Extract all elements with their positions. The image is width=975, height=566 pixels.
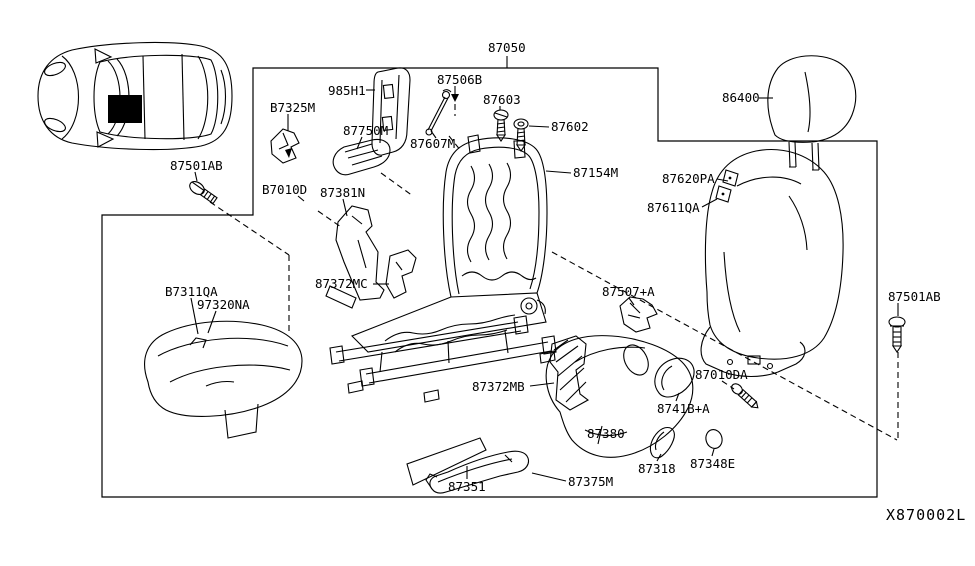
label-87380: 87380	[587, 426, 625, 441]
label-87611qa: 87611QA	[647, 200, 700, 215]
label-87602: 87602	[551, 119, 589, 134]
seat-cushion-drawing	[144, 320, 303, 439]
headrest-holder-drawing	[371, 67, 411, 156]
strip-87351-drawing	[406, 437, 487, 486]
label-87372mb: 87372MB	[472, 379, 525, 394]
trim-87750m-drawing	[332, 138, 414, 197]
label-87154m: 87154M	[573, 165, 618, 180]
bolt-87602-drawing	[513, 118, 529, 152]
front-seat-location-marker	[108, 95, 142, 123]
label-87750m: 87750M	[343, 123, 388, 138]
grommet-87348e-drawing	[705, 429, 723, 449]
label-87351: 87351	[448, 479, 486, 494]
cover-87372mc-drawing	[385, 249, 417, 299]
label-87381n: 87381N	[320, 185, 365, 200]
label-87010da: 87010DA	[695, 367, 748, 382]
label-985h1: 985H1	[328, 83, 366, 98]
knob-87318-drawing	[649, 426, 675, 459]
seat-back-drawing	[700, 149, 844, 378]
clip-87507a-drawing	[619, 296, 658, 333]
label-87507a: 87507+A	[602, 284, 655, 299]
label-87348e: 87348E	[690, 456, 735, 471]
car-top-view	[37, 41, 233, 151]
bolt-87501ab-left-drawing	[189, 181, 218, 205]
screw-87506b-drawing	[451, 86, 459, 116]
finisher-8741ba-drawing	[654, 357, 695, 398]
bolt-87603-drawing	[493, 109, 509, 142]
label-97320na: 97320NA	[197, 297, 250, 312]
label-87506b: 87506B	[437, 72, 482, 87]
rod-87607m-drawing	[425, 89, 462, 152]
label-87375m: 87375M	[568, 474, 613, 489]
label-87607m: 87607M	[410, 136, 455, 151]
dashed-lines	[209, 201, 899, 441]
seat-frame-drawing	[329, 134, 557, 403]
label-b7325m: B7325M	[270, 100, 315, 115]
bolt-87501ab-right-drawing	[888, 316, 906, 353]
diagram-border	[101, 67, 878, 498]
headrest-drawing	[767, 55, 857, 171]
label-87501ab-right: 87501AB	[888, 289, 941, 304]
label-87620pa: 87620PA	[662, 171, 715, 186]
drawing-code: X870002L	[886, 506, 966, 524]
label-86400: 86400	[722, 90, 760, 105]
bracket-87381n-drawing	[325, 205, 385, 309]
label-87501ab-left: 87501AB	[170, 158, 223, 173]
bracket-b7325m-drawing	[270, 128, 300, 164]
label-87050: 87050	[488, 40, 526, 55]
label-b7311qa: B7311QA	[165, 284, 218, 299]
label-87603: 87603	[483, 92, 521, 107]
label-87372mc: 87372MC	[315, 276, 368, 291]
cover-87372mb-drawing	[549, 335, 590, 411]
label-b7010d: B7010D	[262, 182, 307, 197]
screw-87010da-drawing	[731, 383, 759, 409]
leader-lines	[190, 56, 899, 482]
label-8741ba: 8741B+A	[657, 401, 710, 416]
label-87318: 87318	[638, 461, 676, 476]
